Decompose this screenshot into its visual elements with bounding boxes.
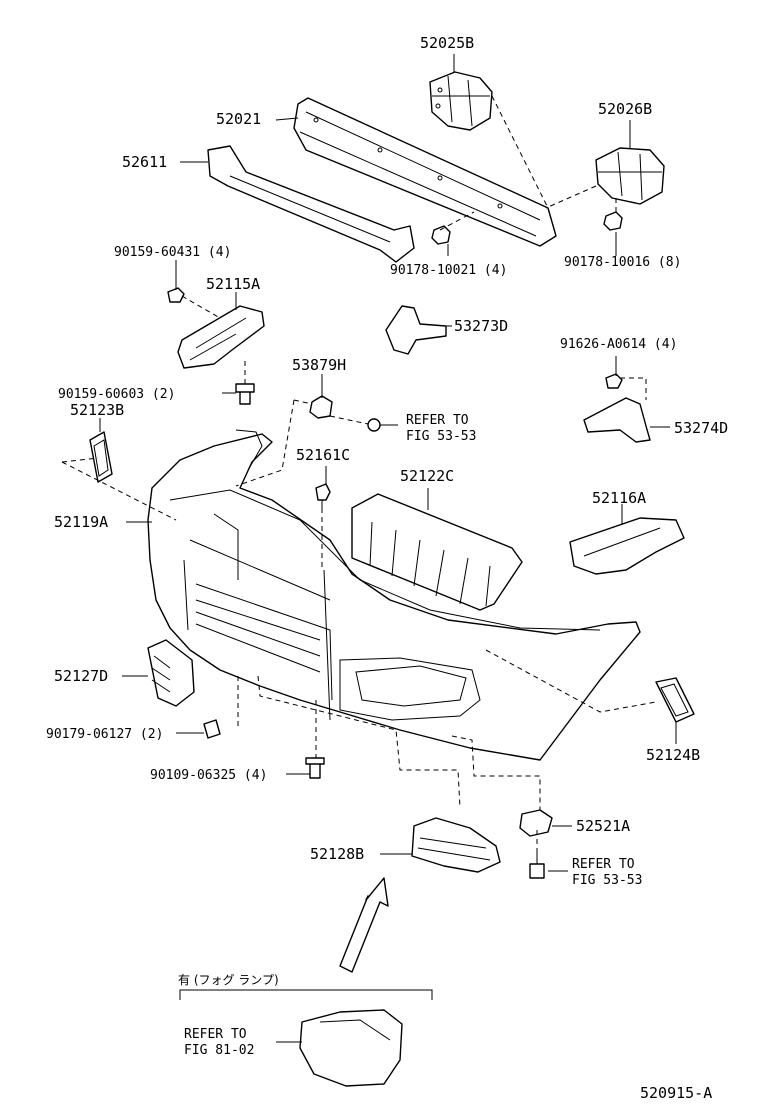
label-90179-06127: 90179-06127 (2) [46,727,163,742]
label-52611: 52611 [122,153,167,171]
dashed-assembly-lines [61,95,657,848]
screw-refer-53-53-top [367,418,381,432]
part-fog-lamp [299,1009,403,1087]
label-52127D: 52127D [54,667,108,685]
part-52124B-cover [655,677,695,723]
part-52115A-side-bracket [177,305,265,369]
label-52124B: 52124B [646,746,700,764]
part-52127D-side-grille [147,639,195,707]
part-52128B-fog-grille [411,817,501,873]
label-53274D: 53274D [674,419,728,437]
label-52116A: 52116A [592,489,646,507]
nut-90178-10016 [603,211,623,231]
bolt-90109-06325 [305,757,325,779]
label-52025B: 52025B [420,34,474,52]
label-52521A: 52521A [576,817,630,835]
label-90159-60603: 90159-60603 (2) [58,387,175,402]
label-52026B: 52026B [598,100,652,118]
label-52161C: 52161C [296,446,350,464]
label-52119A: 52119A [54,513,108,531]
label-refer-to-bottom: REFER TO [572,857,635,872]
label-52123B: 52123B [70,401,124,419]
label-90178-10021: 90178-10021 (4) [390,263,507,278]
label-90109-06325: 90109-06325 (4) [150,768,267,783]
part-52123B-cover [89,431,113,483]
part-52521A-retainer [519,809,553,837]
label-52128B: 52128B [310,845,364,863]
part-53879H-clip [309,395,333,419]
part-52021-bumper-reinforcement [293,97,557,247]
part-52026B-bracket [595,147,665,205]
label-90178-10016: 90178-10016 (8) [564,255,681,270]
label-fig-53-53-top: FIG 53-53 [406,429,476,444]
label-52115A: 52115A [206,275,260,293]
label-refer-to-81: REFER TO [184,1027,247,1042]
option-bracket-line [179,989,433,1000]
label-90159-60431: 90159-60431 (4) [114,245,231,260]
bolt-90159-60603 [235,383,255,405]
bolt-91626-A0614 [605,373,623,389]
label-refer-to-top: REFER TO [406,413,469,428]
label-52021: 52021 [216,110,261,128]
leader-lines [99,54,677,1043]
clip-90179-06127 [203,719,221,739]
figure-id: 520915-A [640,1084,712,1102]
part-52119A-bumper-cover [147,429,641,761]
label-53273D: 53273D [454,317,508,335]
bolt-90159-60431 [167,287,185,303]
label-91626-A0614: 91626-A0614 (4) [560,337,677,352]
nut-90178-10021 [431,225,451,245]
part-52611-energy-absorber [207,145,415,263]
part-labels: 52025B 52021 52026B 52611 90159-60431 (4… [46,34,728,1102]
part-53273D-bracket [385,305,447,355]
screw-refer-53-53-bottom [529,848,545,879]
part-53274D-bracket [583,397,651,443]
part-52161C-clip [315,483,331,508]
label-52122C: 52122C [400,467,454,485]
label-fig-81-02: FIG 81-02 [184,1043,254,1058]
label-fog-lamp-option: 有 (フォグ ランプ) [178,973,279,987]
arrow-to-fog-lamp-option [339,877,389,973]
part-52122C-grille [351,493,523,611]
part-52025B-bracket [429,71,493,131]
label-53879H: 53879H [292,356,346,374]
part-52116A-side-bracket [569,517,685,575]
label-fig-53-53-bottom: FIG 53-53 [572,873,642,888]
